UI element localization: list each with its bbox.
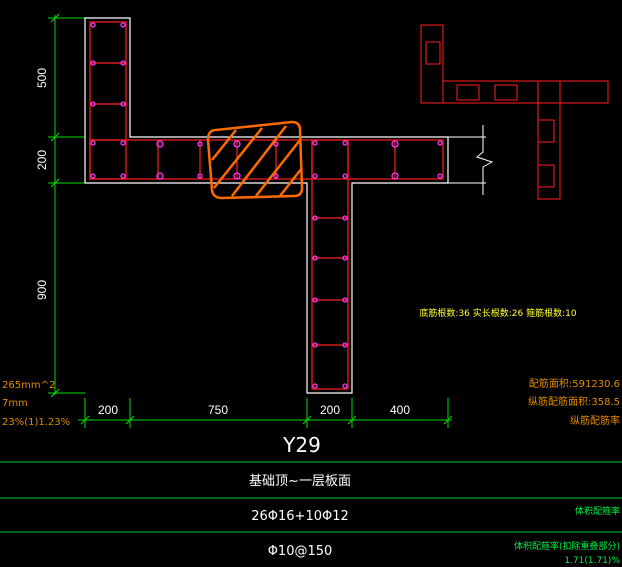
right-extra-note: 纵筋配筋率 — [570, 414, 620, 427]
left-ratio-note: 23%(1)1.23% — [2, 417, 70, 428]
section-elevation: 基础顶~一层板面 — [249, 474, 351, 489]
dim-horizontal-400: 400 — [390, 403, 410, 417]
dim-horizontal-200-a: 200 — [98, 403, 118, 417]
left-area-note: 265mm^2 — [2, 380, 55, 391]
right-area-note: 配筋面积:591230.6 — [529, 377, 620, 390]
green-note-3: 1.71(1.71)% — [564, 556, 620, 566]
yellow-rebar-count-note: 底筋根数:36 实长根数:26 箍筋根数:10 — [419, 307, 576, 319]
longitudinal-rebars — [90, 22, 443, 389]
dim-horizontal-200-b: 200 — [320, 403, 340, 417]
key-plan — [420, 24, 609, 200]
stirrups — [89, 21, 444, 390]
longitudinal-rebar-spec: 26Φ16+10Φ12 — [251, 509, 349, 524]
green-note-1: 体积配箍率 — [575, 505, 620, 517]
green-note-2: 体积配箍率(扣除重叠部分) — [514, 540, 620, 552]
dim-horizontal-750: 750 — [208, 403, 228, 417]
dim-vertical-900: 900 — [35, 280, 49, 300]
horizontal-dimension-chain — [78, 398, 453, 428]
dim-vertical-200: 200 — [35, 150, 49, 170]
dim-vertical-500: 500 — [35, 68, 49, 88]
section-name: Y29 — [282, 433, 321, 457]
break-line — [448, 125, 494, 195]
highlight-hatch-region — [206, 120, 304, 200]
title-table-lines — [0, 461, 622, 533]
vertical-dimension-chain — [48, 13, 85, 398]
left-mm-note: 7mm — [2, 398, 28, 409]
column-section-outline — [84, 17, 449, 394]
stirrup-spec: Φ10@150 — [268, 544, 333, 559]
right-ratio-note: 纵筋配筋面积:358.5 — [528, 395, 620, 408]
